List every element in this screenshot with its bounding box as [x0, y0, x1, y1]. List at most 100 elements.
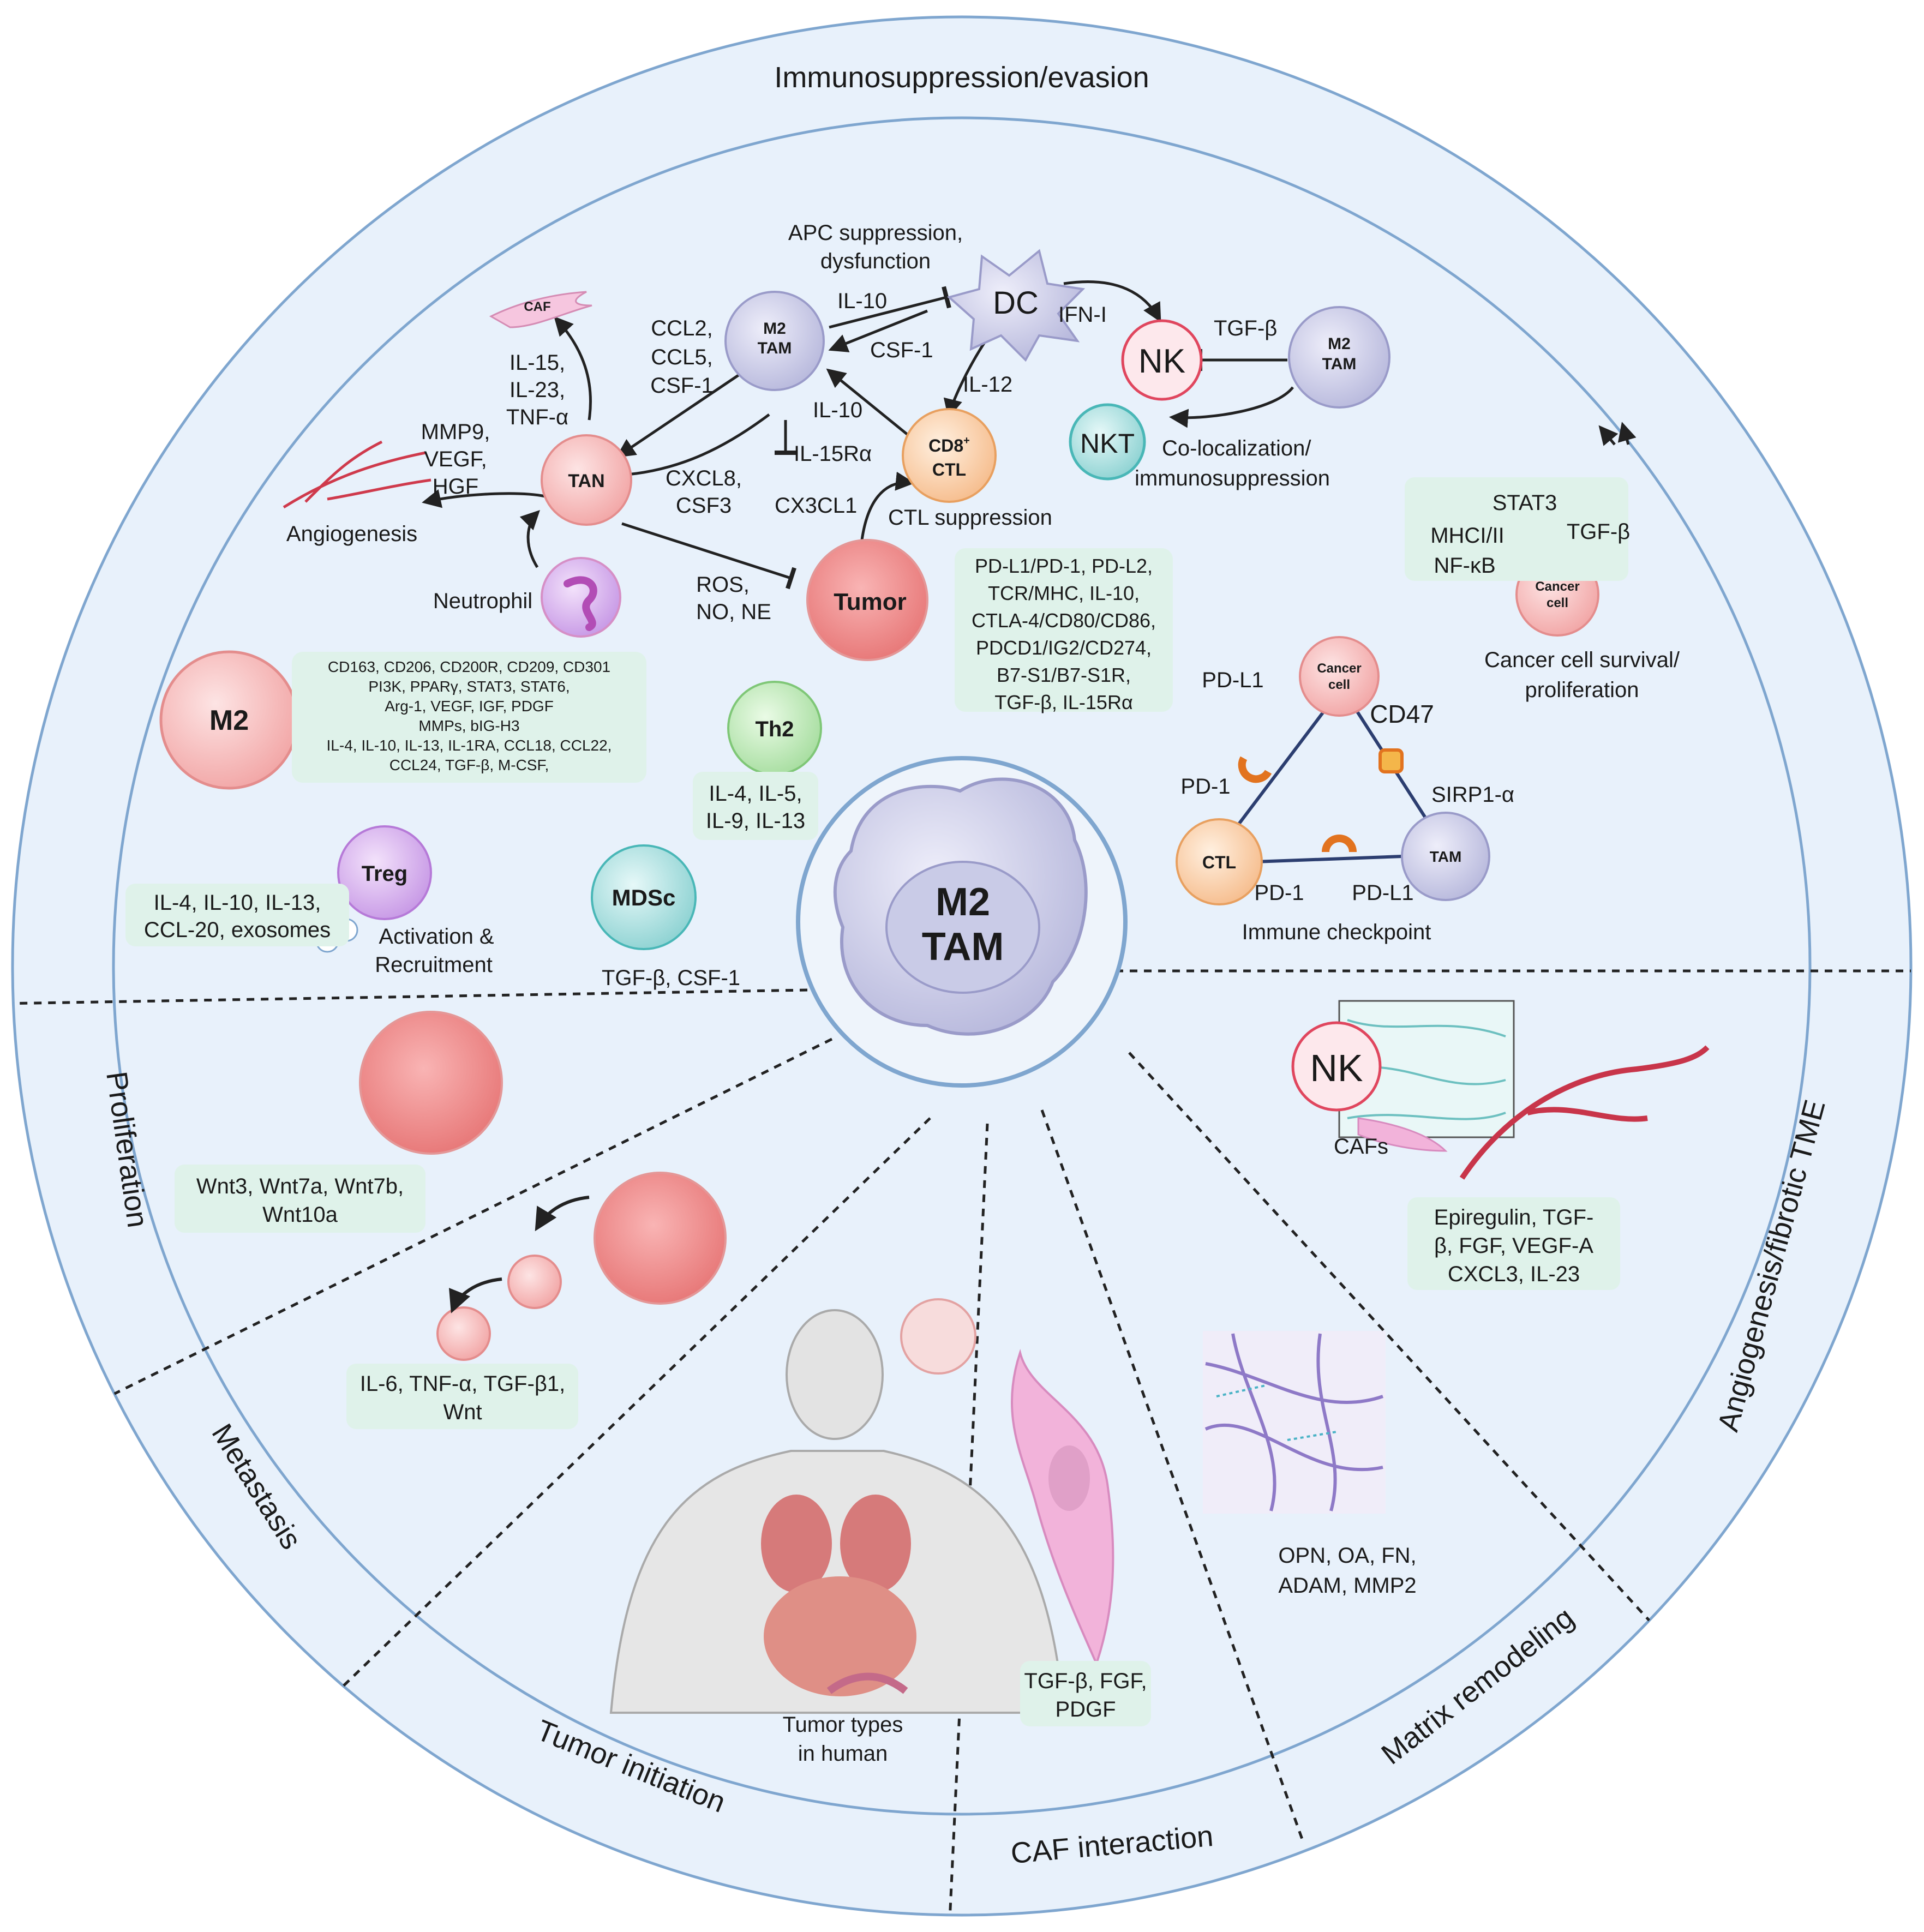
- stat3-label: STAT3: [1493, 491, 1557, 515]
- cd8-text: CD8: [928, 436, 963, 455]
- ctl-cell-icon: [1176, 818, 1263, 905]
- ctl-suppression-label: CTL suppression: [888, 506, 1052, 530]
- ifn-label: IFN-I: [1058, 303, 1107, 327]
- wnt-box: [175, 1165, 425, 1233]
- nkt-label: NKT: [1080, 428, 1135, 459]
- treg-cell-icon: [337, 825, 432, 920]
- caf-factors-box: [1020, 1661, 1151, 1726]
- checkpoint-label: Immune checkpoint: [1242, 920, 1431, 944]
- section-title-immunosuppression: Immunosuppression/evasion: [774, 61, 1149, 94]
- csf1-label-a: CSF-1: [650, 374, 714, 398]
- tgfb-nk-label: TGF-β: [1214, 316, 1277, 340]
- csf3-label: CSF3: [676, 494, 732, 518]
- box-line: Wnt: [443, 1400, 482, 1424]
- caf-small-icon: [1357, 1117, 1448, 1152]
- mmp9-label: MMP9,: [421, 420, 490, 444]
- box-line: IL-4, IL-10, IL-13,: [154, 891, 321, 915]
- box-line: B7-S1/B7-S1R,: [997, 664, 1131, 686]
- activation-label-2: Recruitment: [375, 953, 493, 977]
- wnt-list: Wnt3, Wnt7a, Wnt7b,Wnt10a: [196, 1174, 404, 1227]
- matrix-factors-list: OPN, OA, FN,ADAM, MMP2: [1278, 1544, 1416, 1598]
- center-nucleus-icon: [885, 861, 1040, 994]
- box-line: ADAM, MMP2: [1278, 1574, 1416, 1598]
- th2-box: [693, 772, 818, 840]
- box-line: IL-6, TNF-α, TGF-β1,: [360, 1372, 566, 1396]
- m2-tam-right-icon: [1288, 306, 1390, 409]
- nkt-cell-icon: [1069, 403, 1146, 481]
- il23-label: IL-23,: [510, 378, 565, 402]
- coloc-label-1: Co-localization/: [1162, 436, 1311, 460]
- cx3cl1-label: CX3CL1: [775, 494, 857, 518]
- mdsc-label: MDSc: [612, 885, 676, 910]
- angio-box: [1407, 1197, 1620, 1290]
- box-line: TGF-β, IL-15Rα: [994, 691, 1133, 713]
- cd8-ctl-icon: [902, 408, 997, 503]
- ccl5-label: CCL5,: [651, 345, 712, 369]
- m2-tam-cell-icon: [724, 291, 825, 391]
- dc-cell-icon: [946, 249, 1086, 362]
- apc-label-1: APC suppression,: [788, 221, 963, 245]
- box-line: TCR/MHC, IL-10,: [988, 582, 1140, 604]
- survival-label-1: Cancer cell survival/: [1484, 648, 1680, 672]
- cancer-cell-label-2: cell: [1547, 596, 1568, 610]
- cxcl8-label: CXCL8,: [666, 466, 742, 490]
- checkpoint-cancer-label-2: cell: [1328, 677, 1350, 692]
- center-label-tam: TAM: [922, 925, 1004, 969]
- il10-label-a: IL-10: [837, 289, 887, 313]
- neutrophil-nucleus-icon: [564, 576, 597, 631]
- m2-markers-box: [292, 652, 646, 783]
- vegf-label: VEGF,: [424, 447, 487, 471]
- box-line: CCL-20, exosomes: [144, 918, 331, 942]
- ccl2-label: CCL2,: [651, 316, 712, 340]
- metastatic-cell-icon-2: [436, 1306, 491, 1361]
- csf1-label-b: CSF-1: [870, 338, 933, 362]
- angio-vessel-icon: [1459, 1045, 1710, 1180]
- blood-vessel-icon: [283, 440, 431, 509]
- cancer-cell-label-1: Cancer: [1535, 579, 1579, 594]
- nfkb-label: NF-κB: [1434, 554, 1495, 578]
- center-label-m2: M2: [936, 880, 990, 924]
- box-line: CD163, CD206, CD200R, CD209, CD301: [328, 658, 610, 675]
- proliferation-tumor-icon: [359, 1011, 503, 1155]
- tumor-types-label-1: Tumor types: [783, 1713, 903, 1737]
- box-line: Epiregulin, TGF-: [1434, 1205, 1594, 1229]
- box-line: IL-4, IL-5,: [709, 782, 802, 806]
- apc-label-2: dysfunction: [820, 249, 931, 273]
- pdl1-label-a: PD-L1: [1202, 668, 1263, 692]
- checkpoint-cancer-cell-icon: [1299, 636, 1380, 717]
- mhc-label: MHCI/II: [1430, 524, 1505, 548]
- pd1-label-a: PD-1: [1180, 775, 1230, 799]
- box-line: CXCL3, IL-23: [1448, 1262, 1580, 1286]
- factor-boxes: PD-L1/PD-1, PD-L2,TCR/MHC, IL-10,CTLA-4/…: [125, 548, 1620, 1726]
- m2-cell-label: M2: [209, 705, 249, 736]
- box-line: Wnt3, Wnt7a, Wnt7b,: [196, 1174, 404, 1198]
- tgfb-cc-label: TGF-β: [1567, 520, 1630, 544]
- activation-label-1: Activation &: [379, 925, 494, 949]
- neutrophil-icon: [541, 557, 621, 638]
- checkpoint-cancer-label-1: Cancer: [1317, 661, 1361, 676]
- box-line: IL-4, IL-10, IL-13, IL-1RA, CCL18, CCL22…: [327, 737, 612, 754]
- cafs-label: CAFs: [1334, 1135, 1388, 1159]
- neutrophil-label: Neutrophil: [433, 589, 532, 613]
- m2-tam-cell-label-1: M2: [763, 320, 786, 338]
- cd47-label: CD47: [1370, 700, 1434, 728]
- metastasis-factors-list: IL-6, TNF-α, TGF-β1, Wnt: [360, 1372, 566, 1424]
- metastasis-arrows: [449, 1196, 590, 1313]
- caf-label: CAF: [524, 299, 550, 314]
- sirp-label: SIRP1-α: [1431, 783, 1514, 807]
- m2-tam-right-label-1: M2: [1328, 335, 1351, 353]
- pd1-label-b: PD-1: [1254, 881, 1304, 905]
- hgf-label: HGF: [433, 475, 478, 499]
- treg-factors-list: IL-4, IL-10, IL-13, CCL-20, exosomes: [144, 891, 331, 942]
- cd8-ctl-label-2: CTL: [932, 460, 966, 479]
- cd8-superscript: +: [963, 435, 970, 447]
- extracellular-matrix-icon: [1203, 1331, 1386, 1514]
- caf-icon: [489, 291, 592, 328]
- no-ne-label: NO, NE: [696, 600, 771, 624]
- angiogenesis-label: Angiogenesis: [286, 522, 417, 546]
- box-line: Arg-1, VEGF, IGF, PDGF: [385, 698, 554, 715]
- dc-label: DC: [993, 285, 1039, 321]
- checkpoint-list: PD-L1/PD-1, PD-L2,TCR/MHC, IL-10,CTLA-4/…: [972, 555, 1156, 713]
